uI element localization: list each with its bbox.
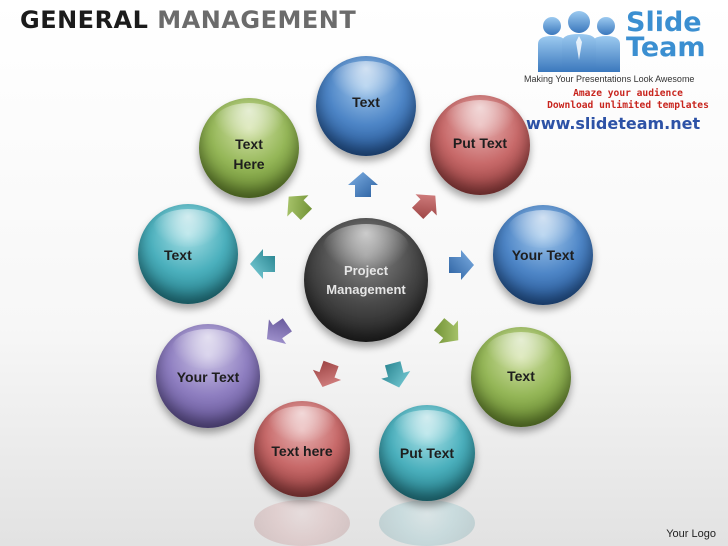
center-label: Project Management: [304, 261, 428, 299]
node-label: Your Text: [511, 247, 575, 263]
people-icon: [538, 11, 620, 72]
page-title: GENERAL MANAGEMENT: [20, 6, 356, 34]
node-bottom-center-left[interactable]: Text here: [254, 401, 350, 497]
logo-wordmark: Slide Team: [626, 7, 706, 63]
node-top-left[interactable]: Text Here: [199, 98, 299, 198]
reflection: [379, 500, 475, 546]
arrow-to-bottom-left: [258, 312, 296, 352]
node-label: Text: [507, 368, 535, 384]
arrow-to-top: [348, 172, 378, 197]
arrow-to-top-left: [278, 186, 317, 225]
logo-brand-line2: Team: [626, 32, 706, 63]
promo-line-2: Download unlimited templates: [547, 100, 709, 111]
node-label: Your Text: [176, 369, 240, 385]
arrow-to-bottom-center-left: [308, 358, 346, 393]
arrow-to-bottom-center-right: [378, 359, 414, 392]
center-node[interactable]: Project Management: [304, 218, 428, 342]
node-label: Text: [352, 94, 380, 110]
node-label: Text here: [271, 443, 333, 459]
node-label: Text: [164, 247, 192, 263]
center-label-line2: Management: [326, 282, 406, 297]
arrow-to-left: [250, 249, 275, 279]
node-left[interactable]: Text: [138, 204, 238, 304]
logo-tagline: Making Your Presentations Look Awesome: [524, 74, 695, 84]
node-top-right[interactable]: Put Text: [430, 95, 530, 195]
arrow-to-bottom-right: [429, 312, 468, 352]
footer-logo-text: Your Logo: [666, 528, 716, 540]
node-label: Put Text: [399, 445, 455, 461]
node-right[interactable]: Your Text: [493, 205, 593, 305]
arrow-to-top-right: [407, 185, 446, 224]
node-bottom-center-right[interactable]: Put Text: [379, 405, 475, 501]
node-label-line2: Here: [233, 156, 265, 172]
logo-promo: Amaze your audience Download unlimited t…: [528, 88, 728, 112]
logo-brand-line1: Slide: [626, 7, 702, 38]
arrow-to-right: [449, 250, 474, 280]
slideteam-logo: Slide Team Making Your Presentations Loo…: [522, 4, 728, 134]
promo-line-1: Amaze your audience: [573, 88, 683, 99]
node-label: Text Here: [199, 134, 299, 174]
logo-url[interactable]: www.slideteam.net: [526, 114, 701, 133]
node-top[interactable]: Text: [316, 56, 416, 156]
title-part-management: MANAGEMENT: [157, 6, 357, 34]
node-bottom-right[interactable]: Text: [471, 327, 571, 427]
node-label-line1: Text: [235, 136, 263, 152]
center-label-line1: Project: [343, 263, 389, 278]
reflection: [254, 500, 350, 546]
title-part-general: GENERAL: [20, 6, 149, 34]
node-label: Put Text: [452, 135, 508, 151]
node-bottom-left[interactable]: Your Text: [156, 324, 260, 428]
